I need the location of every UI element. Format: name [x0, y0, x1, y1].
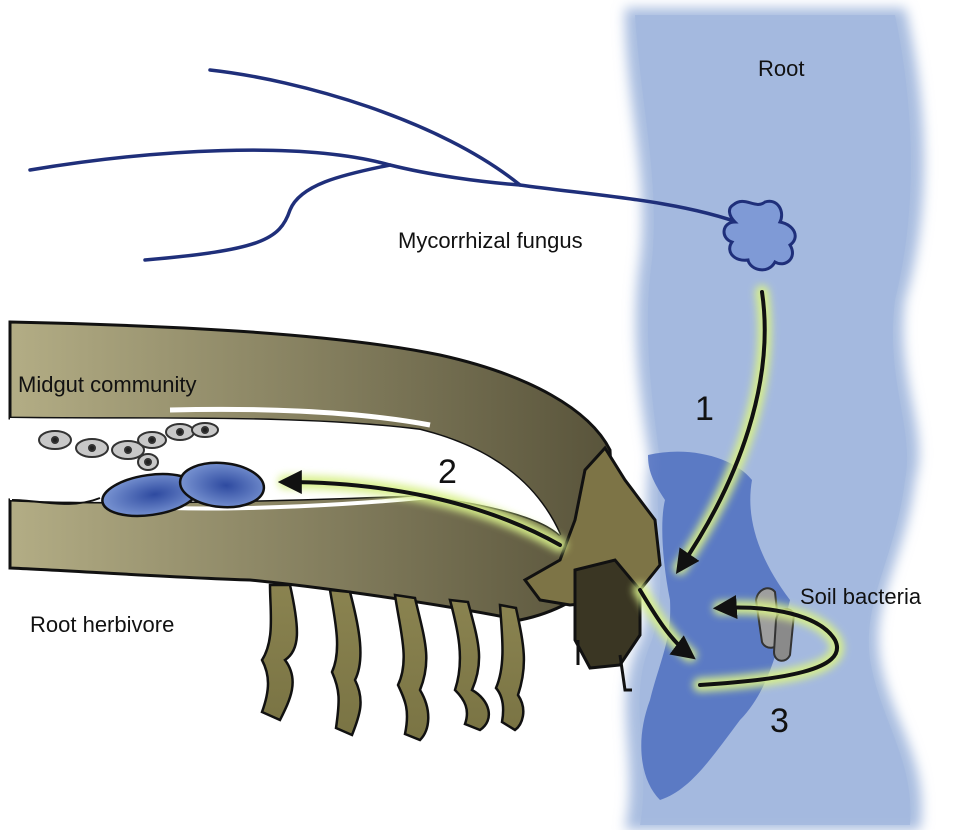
arrow-1-label: 1	[695, 390, 714, 428]
arrow-3-label: 3	[770, 702, 789, 740]
midgut-label: Midgut community	[18, 372, 197, 397]
herbivore-label: Root herbivore	[30, 612, 174, 637]
fungus-label: Mycorrhizal fungus	[398, 228, 583, 253]
larva-body	[10, 322, 615, 620]
bacteria-label: Soil bacteria	[800, 584, 922, 609]
root-label: Root	[758, 56, 804, 81]
arrow-2-label: 2	[438, 453, 457, 491]
